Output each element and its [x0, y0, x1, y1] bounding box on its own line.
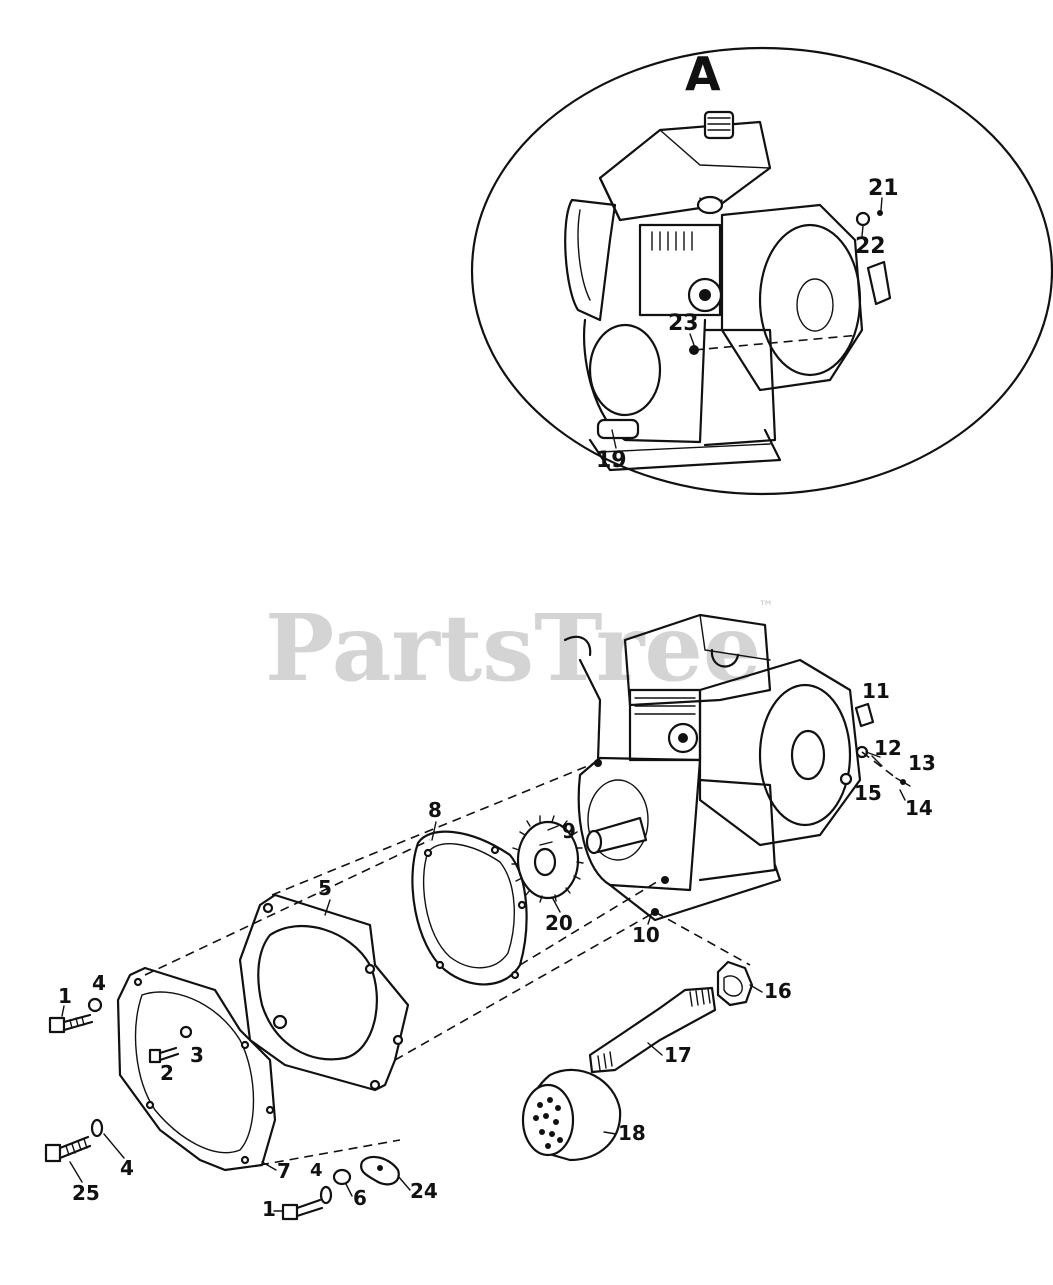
inset-label: A	[685, 47, 721, 101]
housing-5	[238, 893, 410, 1092]
callout-10: 10	[632, 923, 660, 947]
exhaust	[521, 960, 754, 1162]
callout-22: 22	[855, 234, 886, 259]
callout-4-bottom: 4	[310, 1160, 323, 1181]
watermark-text: PartsTree	[265, 594, 761, 702]
inset-left-shroud	[564, 198, 617, 322]
callout-14: 14	[905, 796, 933, 820]
inset-circle	[470, 46, 1053, 496]
bolt-1-top	[48, 1016, 66, 1034]
main-recoil-starter	[758, 683, 852, 827]
callout-25: 25	[72, 1181, 100, 1205]
washer-4-mid	[90, 1118, 104, 1138]
callout-8: 8	[428, 798, 442, 822]
part-11	[854, 702, 875, 728]
hardware-lower-left	[44, 997, 400, 1221]
bolt-25	[44, 1143, 62, 1163]
gasket-8	[411, 830, 528, 986]
callout-1-top: 1	[58, 984, 72, 1008]
washer-4-top	[87, 997, 103, 1013]
callout-4-top: 4	[92, 971, 106, 995]
main-blower-housing	[698, 658, 862, 847]
callout-17: 17	[664, 1043, 692, 1067]
callout-18: 18	[618, 1121, 646, 1145]
callout-13: 13	[908, 751, 936, 775]
callout-24: 24	[410, 1179, 438, 1203]
inset-base	[588, 428, 782, 472]
callout-4-mid: 4	[120, 1156, 134, 1180]
inset-view-a: A	[470, 46, 1053, 496]
callout-20: 20	[545, 911, 573, 935]
part-13	[865, 751, 881, 758]
gasket-7	[116, 966, 277, 1172]
inset-crankcase	[583, 318, 707, 444]
inset-starter-handle	[866, 260, 892, 306]
callout-16: 16	[764, 979, 792, 1003]
part-15	[839, 772, 853, 786]
callouts: 11 12 13 15 14 8 9 5 20 10 16 17 18 1 4 …	[58, 679, 936, 1221]
callout-19: 19	[596, 448, 627, 473]
washer-6	[332, 1168, 352, 1186]
main-crankcase	[577, 756, 702, 892]
inset-blower-housing	[720, 203, 864, 392]
inset-part-22	[855, 211, 871, 227]
callout-12: 12	[874, 736, 902, 760]
callout-6: 6	[353, 1186, 367, 1210]
callout-7: 7	[277, 1159, 291, 1183]
main-base	[608, 863, 782, 922]
callout-5: 5	[318, 876, 332, 900]
inset-crankshaft	[596, 418, 640, 440]
callout-1-bottom: 1	[262, 1197, 276, 1221]
inset-fuel-tank	[598, 120, 772, 222]
callout-23: 23	[668, 311, 699, 336]
washer-4-bottom	[319, 1185, 333, 1205]
callout-3: 3	[190, 1043, 204, 1067]
callout-15: 15	[854, 781, 882, 805]
assembly-lines	[144, 762, 751, 1166]
callout-9: 9	[562, 819, 576, 843]
gasket-16	[716, 960, 754, 1007]
watermark-trademark: ™	[758, 597, 774, 616]
inset-recoil-starter	[758, 223, 862, 377]
washer-3	[179, 1025, 193, 1039]
inset-fuel-cap	[703, 110, 735, 140]
pipe-17	[588, 986, 717, 1074]
callout-11: 11	[862, 679, 890, 703]
callout-21: 21	[868, 176, 899, 201]
callout-2: 2	[160, 1061, 174, 1085]
main-engine	[563, 613, 911, 922]
gear-20	[511, 815, 584, 903]
inset-cylinder	[638, 223, 722, 317]
bolt-2	[148, 1048, 162, 1064]
watermark: PartsTree ™	[265, 594, 774, 702]
bolt-1-bottom	[281, 1203, 299, 1221]
inset-engine	[564, 110, 892, 472]
inset-part-21	[877, 210, 883, 216]
